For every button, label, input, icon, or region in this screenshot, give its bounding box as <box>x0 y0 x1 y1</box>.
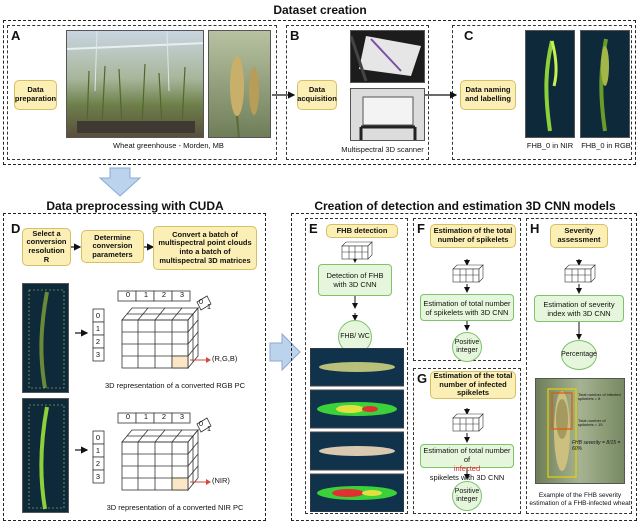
e-matrix-icon <box>338 240 374 260</box>
nir-row-3: 3 <box>95 472 101 481</box>
nir-col-0: 0 <box>125 412 131 421</box>
select-resolution-box: Select a conversion resolution R <box>22 228 71 266</box>
g-model-text-pre: Estimation of total number of <box>423 446 511 464</box>
g-matrix-icon <box>449 412 485 432</box>
dataset-creation-panel <box>3 20 636 165</box>
preprocessing-panel <box>3 213 266 521</box>
rgb-row-0: 0 <box>95 311 101 320</box>
fhb-nir-caption: FHB_0 in NIR <box>526 141 574 150</box>
nir-depth-1: 1 <box>206 424 212 433</box>
nir-caption: 3D representation of a converted NIR PC <box>106 503 244 512</box>
data-acquisition-box: Data acquisition <box>297 80 337 110</box>
h-model-box: Estimation of severity index with 3D CNN <box>534 295 624 322</box>
panel-f-letter: F <box>417 221 425 236</box>
panel-b <box>286 25 429 160</box>
nir-3d-matrix <box>92 412 262 492</box>
rgb-point-cloud-image <box>22 283 69 393</box>
nir-col-1: 1 <box>143 412 149 421</box>
greenhouse-photo <box>66 30 204 138</box>
fhb-heatmap-images <box>309 347 405 513</box>
panel-c-letter: C <box>464 28 474 43</box>
nir-col-3: 3 <box>179 412 185 421</box>
panel-a <box>7 25 277 160</box>
severity-assessment-box: Severity assessment <box>550 224 608 248</box>
severity-example-caption: Example of the FHB severity estimation o… <box>529 492 631 507</box>
infected-count-annotation: Total number of infected spikelets = 8 <box>578 392 621 402</box>
panel-g-letter: G <box>417 371 428 386</box>
greenhouse-caption: Wheat greenhouse - Morden, MB <box>113 141 224 150</box>
rgb-3d-matrix <box>92 290 262 370</box>
data-naming-box: Data naming and labelling <box>460 80 516 110</box>
wheat-closeup-photo <box>208 30 271 138</box>
preprocessing-title: Data preprocessing with CUDA <box>46 199 224 213</box>
rgb-caption: 3D representation of a converted RGB PC <box>104 381 246 390</box>
total-count-annotation: Total number of spikelets = 15 <box>578 418 606 428</box>
f-model-box: Estimation of total number of spikelets … <box>420 294 514 321</box>
rgb-col-2: 2 <box>161 290 167 299</box>
g-output-circle: Positive integer <box>452 481 482 511</box>
nir-row-2: 2 <box>95 459 101 468</box>
nir-row-0: 0 <box>95 433 101 442</box>
determine-params-box: Determine conversion parameters <box>81 230 144 263</box>
scanner-photo-top <box>350 30 425 83</box>
panel-b-letter: B <box>290 28 300 43</box>
rgb-col-1: 1 <box>143 290 149 299</box>
panel-a-letter: A <box>11 28 21 43</box>
g-model-box: Estimation of total number of infected s… <box>420 444 514 482</box>
nir-col-2: 2 <box>161 412 167 421</box>
convert-batch-box: Convert a batch of multispectral point c… <box>153 226 257 270</box>
g-model-text-post: spikelets with 3D CNN <box>429 473 505 482</box>
fhb-nir-image <box>525 30 575 138</box>
panel-h-letter: H <box>530 221 540 236</box>
fhb-detection-box: FHB detection <box>326 224 398 238</box>
rgb-row-2: 2 <box>95 337 101 346</box>
infected-spikelet-box: Estimation of the total number of infect… <box>430 371 516 399</box>
f-matrix-icon <box>449 263 485 283</box>
panel-g <box>413 368 521 514</box>
panel-e-letter: E <box>309 221 318 236</box>
panel-h <box>526 218 632 514</box>
rgb-col-0: 0 <box>125 290 131 299</box>
nir-point-cloud-image <box>22 398 69 513</box>
rgb-depth-1: 1 <box>206 302 212 311</box>
fhb-rgb-caption: FHB_0 in RGB <box>581 141 631 150</box>
scanner-photo-bottom <box>350 88 425 141</box>
data-preparation-box: Data preparation <box>14 80 57 110</box>
e-model-box: Detection of FHB with 3D CNN <box>318 264 392 296</box>
rgb-row-1: 1 <box>95 324 101 333</box>
rgb-col-3: 3 <box>179 290 185 299</box>
severity-formula: FHB severity = 8/15 = 60% <box>572 440 621 452</box>
rgb-row-3: 3 <box>95 350 101 359</box>
dataset-creation-title: Dataset creation <box>273 3 367 17</box>
h-matrix-icon <box>561 263 597 283</box>
nir-value-label: (NIR) <box>212 476 230 485</box>
cnn-models-panel <box>291 213 637 521</box>
fhb-rgb-image <box>580 30 630 138</box>
f-output-circle: Positive integer <box>452 332 482 362</box>
rgb-value-label: (R,G,B) <box>212 354 238 363</box>
h-output-circle: Percentage <box>561 340 597 370</box>
cnn-models-title: Creation of detection and estimation 3D … <box>314 199 616 213</box>
panel-e <box>305 218 408 514</box>
rgb-depth-0: 0 <box>198 297 204 306</box>
severity-example-image <box>535 378 625 484</box>
nir-depth-0: 0 <box>198 419 204 428</box>
spikelet-estimation-box: Estimation of the total number of spikel… <box>430 224 516 248</box>
nir-row-1: 1 <box>95 446 101 455</box>
g-model-text-infected: infected <box>453 464 481 473</box>
scanner-caption: Multispectral 3D scanner <box>341 145 424 154</box>
panel-d-letter: D <box>11 221 21 236</box>
